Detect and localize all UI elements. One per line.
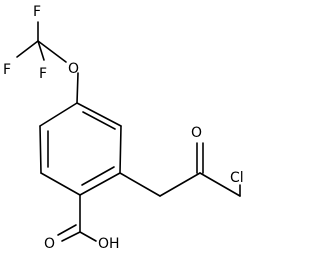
- ether-oxygen-label: O: [68, 61, 79, 77]
- bond-o-ring: [76, 72, 79, 104]
- bond-cf3-o: [37, 40, 67, 63]
- bond-f-bottom: [37, 40, 45, 61]
- bond-ring-2: [119, 125, 122, 174]
- chlorine-label: Cl: [230, 170, 244, 186]
- bond-cooh-oh: [79, 231, 97, 242]
- bond-lines: [16, 21, 241, 242]
- fluorine-bottom-label: F: [39, 66, 47, 82]
- bond-co-ch2: [199, 172, 241, 197]
- bond-cooh-o-b: [57, 224, 77, 236]
- bond-ring-4: [40, 172, 81, 196]
- bond-ring-1: [76, 102, 122, 127]
- bond-ring-6: [39, 102, 78, 127]
- atom-labels: F F F O O Cl O OH: [3, 4, 244, 252]
- bond-ring-inner-2: [81, 166, 115, 186]
- bond-ring-5: [39, 125, 42, 174]
- chemical-structure: F F F O O Cl O OH: [3, 4, 244, 252]
- bond-f-left: [16, 40, 39, 58]
- bond-ring-ch2: [119, 172, 161, 197]
- ketone-oxygen-label: O: [191, 125, 202, 141]
- carbonyl-oxygen-label: O: [44, 236, 55, 252]
- hydroxyl-label: OH: [98, 236, 120, 252]
- bond-cooh-o-a: [61, 231, 81, 242]
- bond-ring-inner-1: [82, 111, 116, 130]
- fluorine-left-label: F: [3, 62, 11, 78]
- fluorine-top-label: F: [33, 4, 41, 20]
- bond-ring-3: [79, 172, 121, 196]
- bond-ch2-co: [159, 172, 201, 197]
